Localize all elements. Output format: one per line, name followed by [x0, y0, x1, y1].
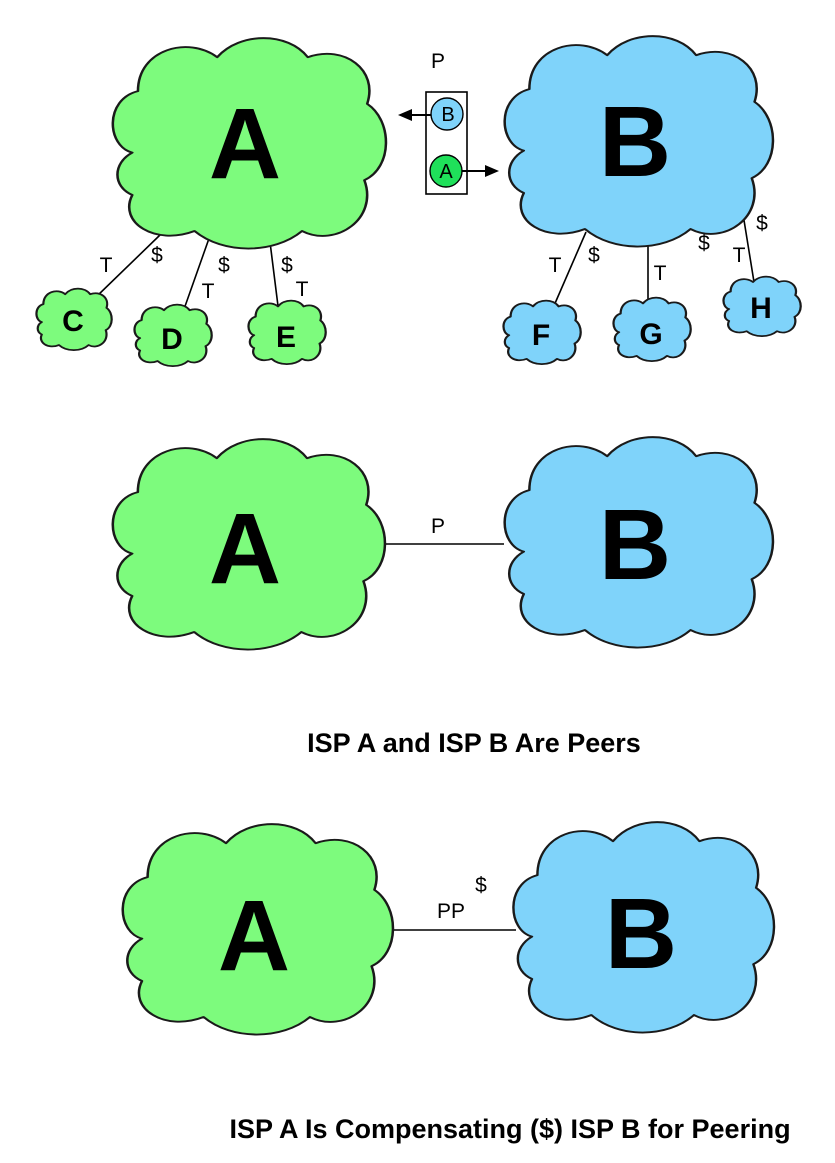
payment-label-e: $	[281, 254, 293, 277]
transit-label-f: T	[549, 254, 562, 277]
arrow-to-a-head	[398, 109, 412, 121]
payment-label-d: $	[218, 254, 230, 277]
peering-link-label: P	[431, 515, 445, 538]
peering-label: P	[431, 50, 445, 73]
transit-link-b-f	[552, 231, 587, 309]
paid-peering-link-label: PP	[437, 900, 465, 923]
transit-link-a-d	[182, 229, 213, 313]
transit-link-b-h	[742, 213, 755, 283]
transit-label-h: T	[733, 244, 746, 267]
top-diagram: A B P B A C D E	[36, 36, 800, 366]
transit-link-a-c	[94, 234, 161, 299]
route-node-b-label: B	[441, 104, 454, 126]
payment-label-h: $	[756, 212, 768, 235]
transit-label-g: T	[654, 262, 667, 285]
isp-a-label: A	[218, 880, 290, 992]
middle-caption: ISP A and ISP B Are Peers	[307, 728, 641, 758]
bottom-caption: ISP A Is Compensating ($) ISP B for Peer…	[229, 1114, 790, 1144]
customer-label-f: F	[532, 319, 550, 352]
isp-b-label: B	[599, 86, 671, 198]
isp-a-label: A	[209, 493, 281, 605]
customer-label-g: G	[639, 318, 662, 351]
bottom-diagram: PP $ A B ISP A Is Compensating ($) ISP B…	[123, 822, 791, 1144]
payment-label-g: $	[698, 232, 710, 255]
payment-label-c: $	[151, 244, 163, 267]
middle-diagram: P A B ISP A and ISP B Are Peers	[113, 437, 773, 758]
transit-label-e: T	[296, 278, 309, 301]
customer-label-d: D	[161, 323, 183, 356]
payment-label-f: $	[588, 244, 600, 267]
isp-b-label: B	[605, 878, 677, 990]
payment-label: $	[475, 874, 487, 897]
transit-label-c: T	[100, 254, 113, 277]
customer-label-e: E	[276, 321, 296, 354]
isp-a-label: A	[209, 88, 281, 200]
arrow-to-b-head	[485, 165, 499, 177]
transit-label-d: T	[202, 280, 215, 303]
transit-link-a-e	[269, 241, 279, 307]
customer-label-h: H	[750, 292, 772, 325]
customer-label-c: C	[62, 305, 84, 338]
isp-b-label: B	[599, 489, 671, 601]
route-node-a-label: A	[439, 161, 453, 183]
